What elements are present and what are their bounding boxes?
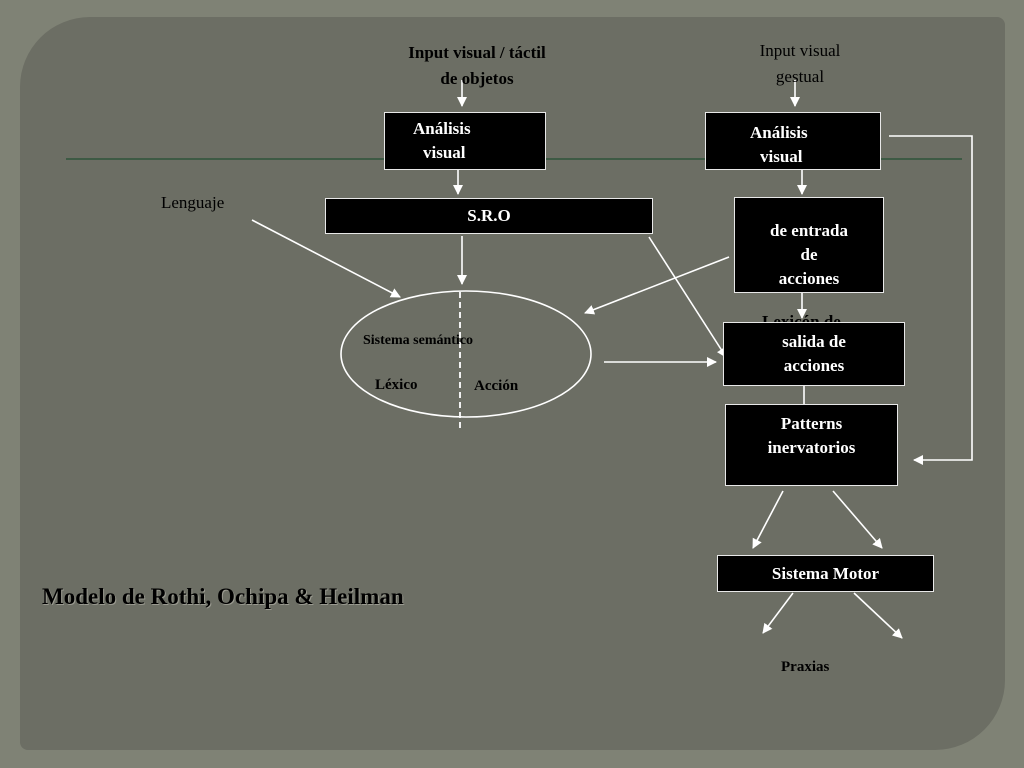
input-tactile-label: Input visual / táctil de objetos <box>372 40 582 92</box>
output-action-lexicon-box: salida de acciones <box>723 322 905 386</box>
arrow-patterns-to-motor-right <box>832 490 883 549</box>
input-gestural-line2: gestual <box>775 67 825 86</box>
input-tactile-line1: Input visual / táctil <box>408 43 546 62</box>
input-gestural-line1: Input visual <box>759 41 841 60</box>
semantic-lexical-label: Léxico <box>375 377 418 393</box>
visual-analysis-box-left: Análisis visual <box>384 112 546 170</box>
input-tactile-line2: de objetos <box>440 69 514 88</box>
visual-analysis-right-line2: visual <box>760 147 803 166</box>
input-actions-line3: acciones <box>778 269 840 288</box>
motor-system-box: Sistema Motor <box>717 555 934 592</box>
lexicon-hidden-label: Lexicón de <box>762 312 841 322</box>
output-actions-line2: acciones <box>783 356 845 375</box>
arrow-patterns-to-motor-left <box>752 490 784 549</box>
visual-analysis-box-right: Análisis visual <box>705 112 881 170</box>
output-actions-line1: salida de <box>782 332 846 351</box>
patterns-line2: inervatorios <box>767 438 856 457</box>
input-actions-line1: de entrada <box>770 221 848 240</box>
visual-analysis-left-line1: Análisis <box>413 119 471 138</box>
patterns-box: Patterns inervatorios <box>725 404 898 486</box>
arrow-direct-route-to-patterns <box>889 135 973 465</box>
visual-analysis-right-line1: Análisis <box>750 123 808 142</box>
semantic-system-ellipse <box>340 290 592 418</box>
model-title: Modelo de Rothi, Ochipa & Heilman <box>42 584 404 609</box>
arrow-motor-to-praxias-right <box>853 592 903 639</box>
visual-analysis-left-line2: visual <box>423 143 466 162</box>
arrow-motor-to-praxias-left <box>762 592 794 634</box>
input-actions-line2: de <box>800 245 818 264</box>
arrow-language-to-semantic <box>251 219 401 298</box>
arrow-sro-to-output-lexicon <box>648 236 727 358</box>
input-action-lexicon-box: de entrada de acciones <box>734 197 884 293</box>
praxias-label: Praxias <box>781 659 830 675</box>
semantic-action-label: Acción <box>474 378 519 394</box>
patterns-line1: Patterns <box>780 414 843 433</box>
sro-box: S.R.O <box>325 198 653 234</box>
language-label: Lenguaje <box>161 193 225 212</box>
arrow-input-lexicon-to-semantic <box>584 256 730 315</box>
semantic-system-title: Sistema semántico <box>363 333 474 348</box>
input-gestural-label: Input visual gestual <box>735 38 865 90</box>
